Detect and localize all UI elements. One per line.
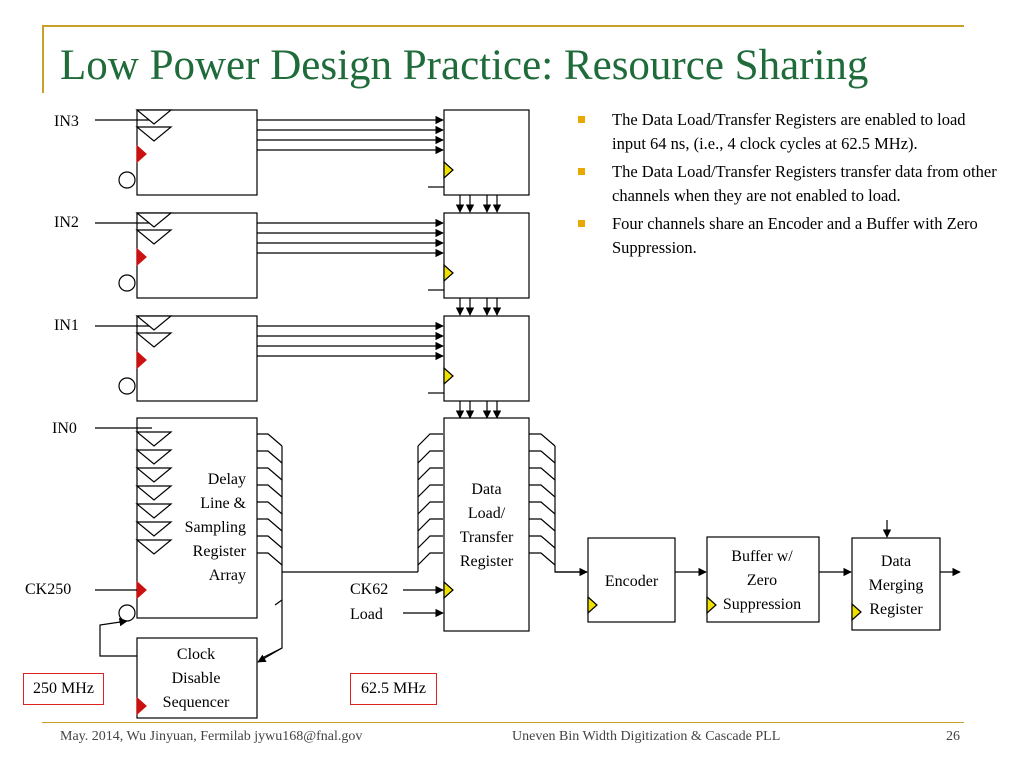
input-label-in3: IN3 (54, 113, 79, 130)
page-number: 26 (946, 729, 960, 744)
frequency-250mhz-box: 250 MHz (23, 673, 104, 705)
delay-block-in2 (136, 212, 258, 299)
clock-yellow-triangle (443, 263, 454, 283)
delay-buffer-triangle (135, 503, 173, 519)
clock-yellow-triangle (587, 595, 598, 615)
bus-bit-wire (529, 484, 556, 498)
data-load-transfer-register-box (443, 417, 530, 632)
clock-enable-bubble (118, 604, 136, 622)
register-output-wire (554, 446, 587, 573)
bus-bit-wire (417, 484, 443, 498)
clock-yellow-triangle (443, 366, 454, 386)
footer-author: May. 2014, Wu Jinyuan, Fermilab jywu168@… (60, 729, 363, 744)
slide-title: Low Power Design Practice: Resource Shar… (60, 42, 869, 89)
delay-buffer-triangle (135, 467, 173, 483)
clock-red-triangle (136, 144, 147, 164)
delay-buffer-triangle (135, 212, 173, 228)
bus-bit-wire (257, 450, 283, 464)
square-bullet-icon (578, 116, 585, 123)
delay-buffer-triangle (135, 449, 173, 465)
delay-buffer-triangle (135, 431, 173, 447)
delay-block-in1 (136, 315, 258, 402)
clock-disable-feedback-wire (99, 617, 138, 657)
footer-title: Uneven Bin Width Digitization & Cascade … (512, 729, 781, 744)
delay-buffer-triangle (135, 521, 173, 537)
bus-bit-wire (529, 501, 556, 515)
delay-buffer-triangle (135, 539, 173, 555)
bus-stub (274, 599, 283, 606)
bus-bit-wire (417, 467, 443, 481)
left-accent-line (42, 25, 44, 93)
bullet-item: The Data Load/Transfer Registers are ena… (578, 108, 998, 155)
bus-bit-wire (257, 535, 283, 549)
bus-bit-wire (529, 450, 556, 464)
clock-red-triangle (136, 350, 147, 370)
encoder-block: Encoder (604, 573, 659, 590)
bus-bit-wire (417, 450, 443, 464)
clock-red-triangle (136, 247, 147, 267)
bus-bit-wire (417, 501, 443, 515)
clock-enable-bubble (118, 274, 136, 292)
bus-bit-wire (257, 501, 283, 515)
clock-yellow-triangle-ck62 (443, 580, 454, 600)
bullet-item: The Data Load/Transfer Registers transfe… (578, 160, 998, 207)
bus-bit-wire (529, 552, 556, 566)
delay-buffer-triangle (135, 126, 173, 142)
delay-buffer-triangle (135, 315, 173, 331)
bus-bit-wire (417, 433, 443, 447)
load-label: Load (350, 606, 383, 623)
input-label-in0: IN0 (52, 420, 77, 437)
ck250-label: CK250 (25, 581, 72, 598)
bullet-list: The Data Load/Transfer Registers are ena… (578, 108, 998, 264)
bullet-item: Four channels share an Encoder and a Buf… (578, 212, 998, 259)
top-accent-line (42, 25, 964, 27)
bus-bit-wire (529, 535, 556, 549)
bus-bit-wire (529, 433, 556, 447)
delay-buffer-triangle (135, 109, 173, 125)
clock-disable-sequencer-box (136, 637, 258, 719)
clock-enable-bubble (118, 377, 136, 395)
bus-bit-wire (257, 467, 283, 481)
square-bullet-icon (578, 220, 585, 227)
delay-line-label: Delay Line & Sampling Register Array (184, 471, 246, 584)
load-register-in2 (443, 212, 530, 299)
data-merging-register-block: Data Merging Register (868, 553, 924, 618)
data-load-transfer-register-block: Data Load/ Transfer Register (459, 481, 514, 570)
clock-red-triangle (136, 696, 147, 716)
frequency-62mhz-box: 62.5 MHz (350, 673, 437, 705)
bus-bit-wire (417, 552, 443, 566)
load-register-in3 (443, 109, 530, 196)
bus-bit-wire (529, 518, 556, 532)
buffer-box (706, 536, 820, 623)
bus-bit-wire (417, 535, 443, 549)
bus-to-sequencer-arrow (257, 647, 283, 663)
input-label-in2: IN2 (54, 214, 79, 231)
delay-buffer-triangle (135, 229, 173, 245)
clock-enable-bubble (118, 171, 136, 189)
encoder-box (587, 537, 676, 623)
buffer-zero-suppression-block: Buffer w/ Zero Suppression (722, 548, 802, 613)
clock-yellow-triangle (851, 602, 862, 622)
bus-bit-wire (257, 518, 283, 532)
delay-buffer-triangle (135, 332, 173, 348)
load-register-in1 (443, 315, 530, 402)
ck62-label: CK62 (350, 581, 389, 598)
bus-bit-wire (257, 484, 283, 498)
clock-disable-sequencer-block: Clock Disable Sequencer (162, 646, 230, 711)
clock-yellow-triangle (706, 595, 717, 615)
bus-bit-wire (257, 552, 283, 566)
clock-yellow-triangle (443, 160, 454, 180)
square-bullet-icon (578, 168, 585, 175)
bus-bit-wire (529, 467, 556, 481)
input-label-in1: IN1 (54, 317, 79, 334)
delay-buffer-triangle (135, 485, 173, 501)
footer-accent-line (42, 722, 964, 723)
bus-bit-wire (417, 518, 443, 532)
data-merging-register-box (851, 537, 941, 631)
bus-bit-wire (257, 433, 283, 447)
